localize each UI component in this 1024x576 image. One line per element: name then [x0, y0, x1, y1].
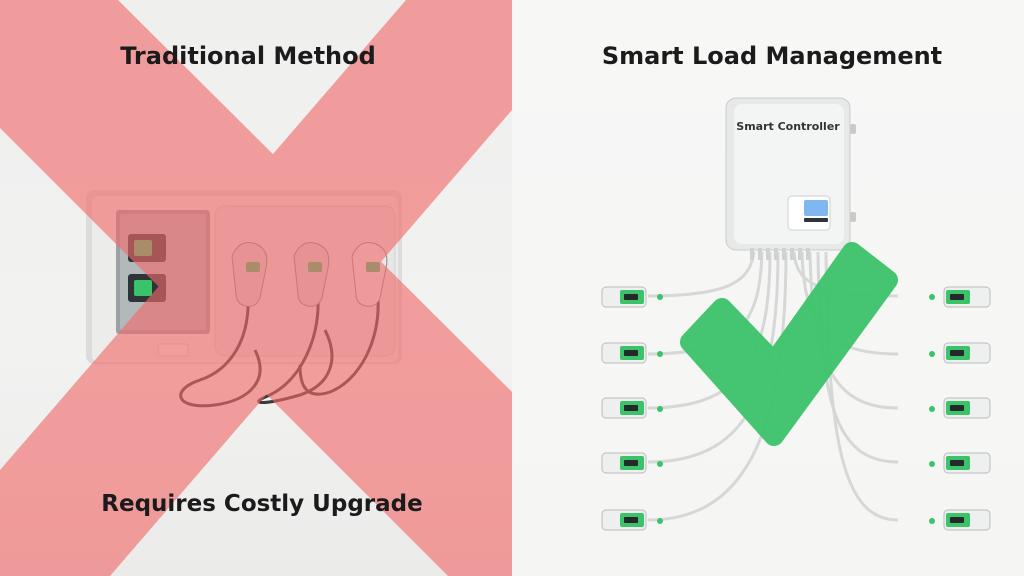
charger-unit — [601, 397, 663, 419]
left-chargers — [601, 286, 663, 531]
charger-unit — [601, 452, 663, 474]
charger-unit — [929, 342, 991, 364]
smart-controller-box — [725, 97, 856, 260]
charger-unit — [601, 342, 663, 364]
charger-unit — [929, 509, 991, 531]
cross-icon — [0, 0, 512, 576]
right-chargers — [929, 286, 991, 531]
smart-controller-label: Smart Controller — [736, 120, 840, 133]
charger-unit — [929, 286, 991, 308]
charger-unit — [929, 452, 991, 474]
smart-load-management-panel: Smart Load Management Smart Controller — [512, 0, 1024, 576]
checkmark-icon — [680, 242, 898, 446]
charger-unit — [601, 286, 663, 308]
requires-costly-upgrade-caption: Requires Costly Upgrade — [101, 491, 423, 517]
smart-load-illustration — [601, 97, 991, 531]
traditional-method-title: Traditional Method — [120, 42, 376, 70]
traditional-method-panel: Traditional Method Requires Costly Upgra… — [0, 0, 512, 576]
smart-load-management-title: Smart Load Management — [601, 42, 943, 70]
traditional-illustration — [0, 0, 512, 576]
charger-unit — [929, 397, 991, 419]
charger-unit — [601, 509, 663, 531]
